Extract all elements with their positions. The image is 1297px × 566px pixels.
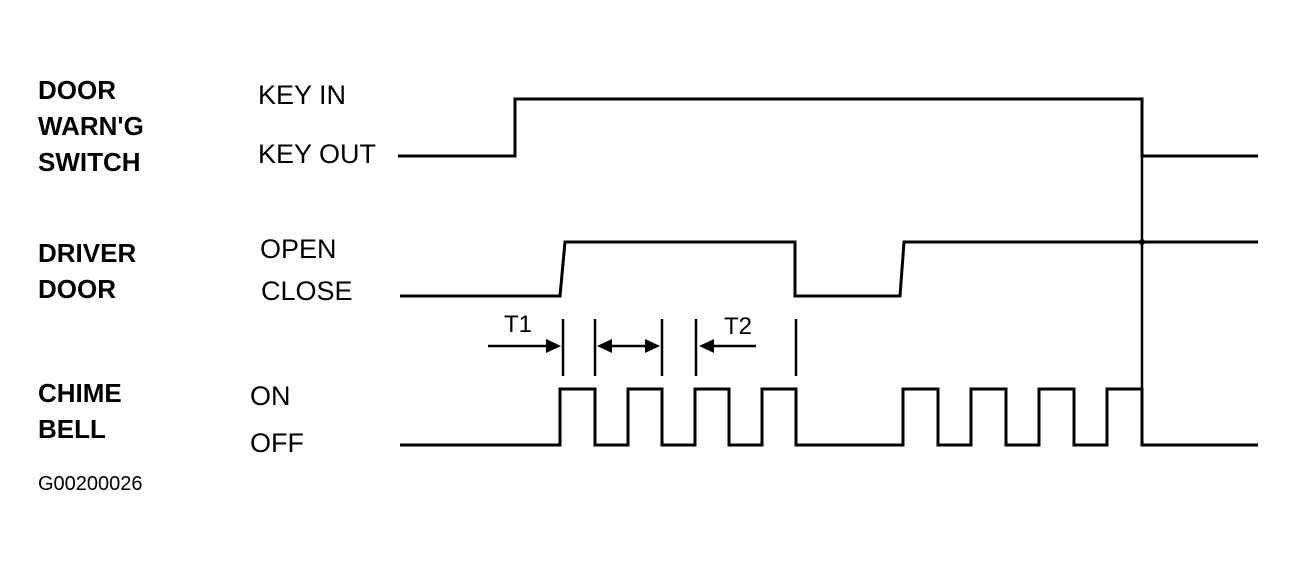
junction-dot bbox=[1139, 239, 1145, 245]
chime-bell-label: CHIME BELL bbox=[38, 378, 122, 444]
row-label-line: DOOR bbox=[38, 75, 116, 105]
driver-door-label: DRIVER DOOR bbox=[38, 238, 136, 304]
chime-bell-waveform bbox=[400, 387, 1258, 447]
state-label-close: CLOSE bbox=[261, 276, 353, 306]
state-label-open: OPEN bbox=[260, 234, 337, 264]
door-warning-switch-waveform bbox=[398, 97, 1258, 158]
row-label-line: WARN'G bbox=[38, 111, 144, 141]
t1-arrow-head bbox=[546, 339, 561, 353]
door-warning-switch-label: DOOR WARN'G SWITCH bbox=[38, 75, 144, 177]
state-label-off: OFF bbox=[250, 428, 304, 458]
row-label-line: CHIME bbox=[38, 378, 122, 408]
figure-id: G00200026 bbox=[38, 473, 143, 495]
row-label-line: BELL bbox=[38, 414, 106, 444]
state-label-key-in: KEY IN bbox=[258, 80, 346, 110]
t1-label: T1 bbox=[504, 311, 532, 338]
t2-label: T2 bbox=[724, 313, 752, 340]
row-label-line: DOOR bbox=[38, 274, 116, 304]
state-label-on: ON bbox=[250, 381, 291, 411]
row-label-line: SWITCH bbox=[38, 147, 141, 177]
state-label-key-out: KEY OUT bbox=[258, 139, 376, 169]
interval-arrow-head-left bbox=[597, 339, 612, 353]
t2-arrow-head bbox=[699, 339, 714, 353]
interval-arrow-head-right bbox=[645, 339, 660, 353]
row-label-line: DRIVER bbox=[38, 238, 136, 268]
driver-door-waveform bbox=[400, 240, 1258, 298]
